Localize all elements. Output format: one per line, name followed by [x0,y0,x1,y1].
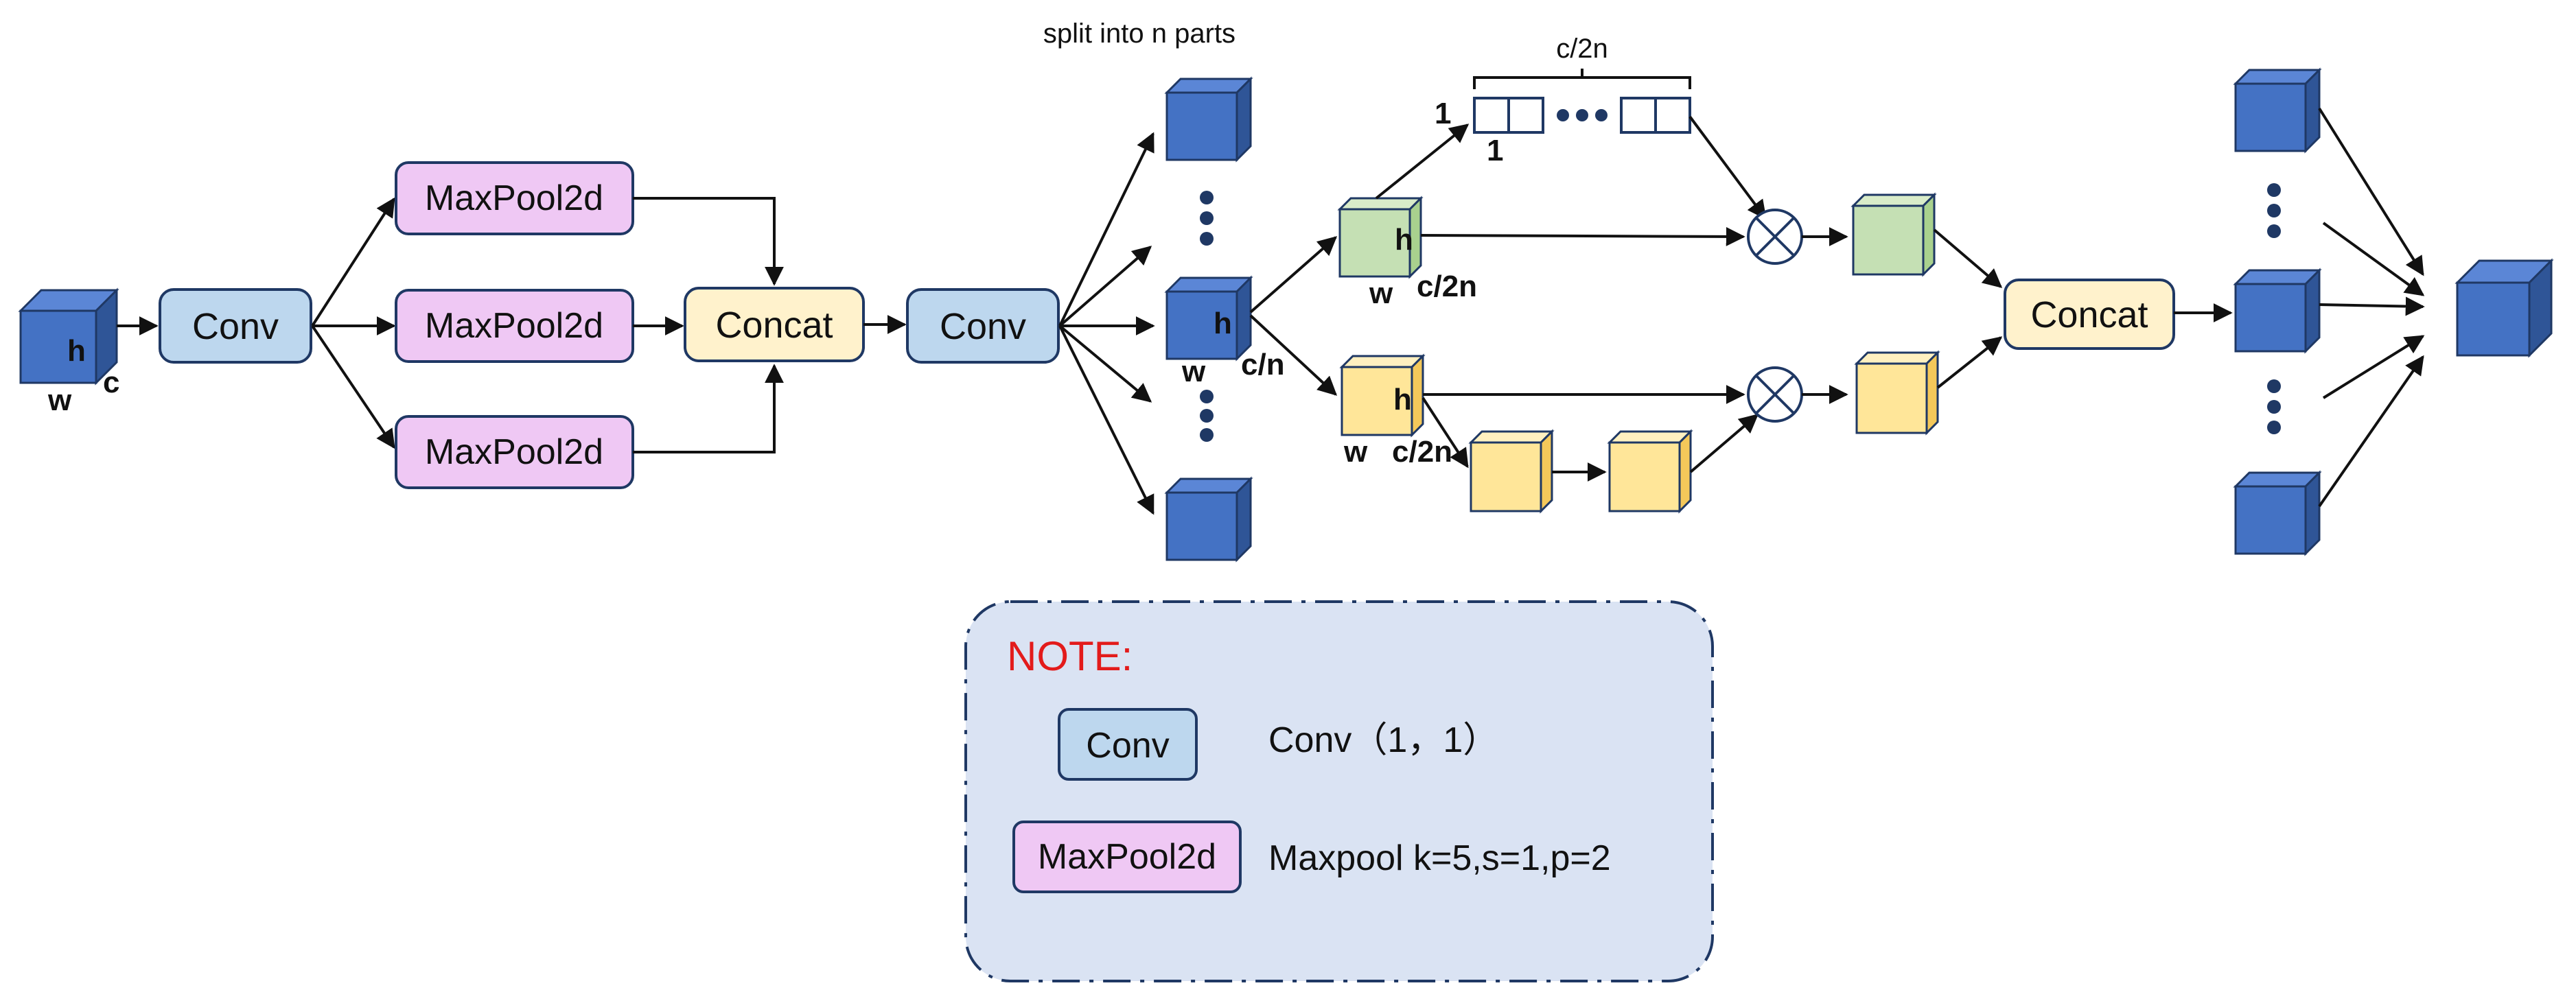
vector-brace-label: c/2n [1556,34,1608,64]
vector-ellipsis [1557,109,1608,121]
arrow-green-to-vector [1375,123,1470,200]
note-maxpool-swatch-label: MaxPool2d [1038,837,1216,877]
green-cube-w-label: w [1369,276,1393,310]
arrow-maxpool-bottom-to-concat [633,364,784,453]
arrow-split-2 [1058,246,1152,327]
maxpool-block-bottom-label: MaxPool2d [425,432,603,472]
vector-brace [1473,69,1691,89]
arrow-merge-4 [2322,335,2425,399]
split-cube-bottom [1164,476,1253,563]
maxpool-block-top-label: MaxPool2d [425,178,603,218]
arrow-split-4 [1058,324,1152,403]
conv-block-1 [159,288,312,364]
input-cube-c-label: c [103,366,119,399]
arrow-merge-5 [2318,355,2424,508]
green-cube-c-label: c/2n [1417,270,1477,303]
yellow-small-cube-1 [1468,429,1555,514]
vector-row-label: 1 [1435,97,1451,130]
arrow-conv-to-maxpool-bottom [311,324,395,449]
multiply-bottom-icon [1747,366,1803,423]
arrow-green-output-to-concat [1933,228,2003,288]
split-cube-w-label: w [1181,355,1206,388]
arrow-split-1 [1058,132,1154,327]
split-cube-h-label: h [1214,307,1232,340]
maxpool-block-mid-label: MaxPool2d [425,306,603,346]
green-cube [1337,196,1424,279]
note-conv-description: Conv（1，1） [1268,720,1498,760]
output-cube [2455,258,2554,358]
conv-block-2-label: Conv [940,306,1026,347]
merge-cube-bottom [2233,470,2322,556]
split-dots-bottom [1200,390,1214,442]
concat-block-1-label: Concat [715,305,833,346]
split-dots-top [1200,191,1214,246]
concat-block-2-label: Concat [2030,294,2148,335]
merge-dots-bottom [2267,379,2281,434]
arrow-merge-3 [2319,296,2425,316]
merge-dots-top [2267,183,2281,238]
note-conv-swatch-label: Conv [1086,726,1169,766]
conv-block-2 [906,288,1060,364]
split-cube-c-label: c/n [1241,348,1285,381]
green-cube-h-label: h [1395,223,1413,257]
vector-col-label: 1 [1487,134,1503,167]
arrow-split-to-yellow [1249,314,1338,396]
yellow-cube-h-label: h [1393,383,1412,416]
arrow-vector-to-multiply-top [1689,115,1767,220]
arrow-yellow-to-small-1 [1422,397,1469,469]
green-output-cube [1850,192,1937,277]
arrow-merge-2 [2322,222,2425,296]
input-cube-w-label: w [47,384,72,417]
note-maxpool-description: Maxpool k=5,s=1,p=2 [1268,838,1611,878]
arrow-split-to-green [1249,236,1338,314]
split-caption: split into n parts [1043,19,1235,49]
input-cube-h-label: h [67,334,86,368]
yellow-cube [1339,353,1426,438]
split-cube-mid [1164,275,1253,362]
yellow-cube-w-label: w [1343,435,1368,469]
note-title: NOTE: [1007,633,1133,679]
arrow-maxpool-top-to-concat [633,197,784,286]
input-cube [18,287,119,386]
note-maxpool-swatch [1012,821,1242,893]
yellow-small-cube-2 [1607,429,1693,514]
arrow-merge-1 [2318,107,2424,276]
conv-block-1-label: Conv [192,306,279,347]
arrow-conv-to-maxpool-top [311,197,395,327]
merge-cube-top [2233,67,2322,154]
arrow-small-2-to-multiply-bottom [1689,414,1759,473]
merge-cube-mid [2233,268,2322,354]
arrow-split-5 [1058,325,1154,515]
vector-cells [1473,97,1691,134]
yellow-output-cube [1854,350,1940,436]
multiply-top-icon [1747,209,1803,265]
split-cube-top [1164,76,1253,163]
arrow-green-to-multiply-top [1420,226,1745,246]
arrow-yellow-output-to-concat [1936,336,2003,389]
note-conv-swatch [1058,708,1198,781]
yellow-cube-c-label: c/2n [1392,435,1452,469]
